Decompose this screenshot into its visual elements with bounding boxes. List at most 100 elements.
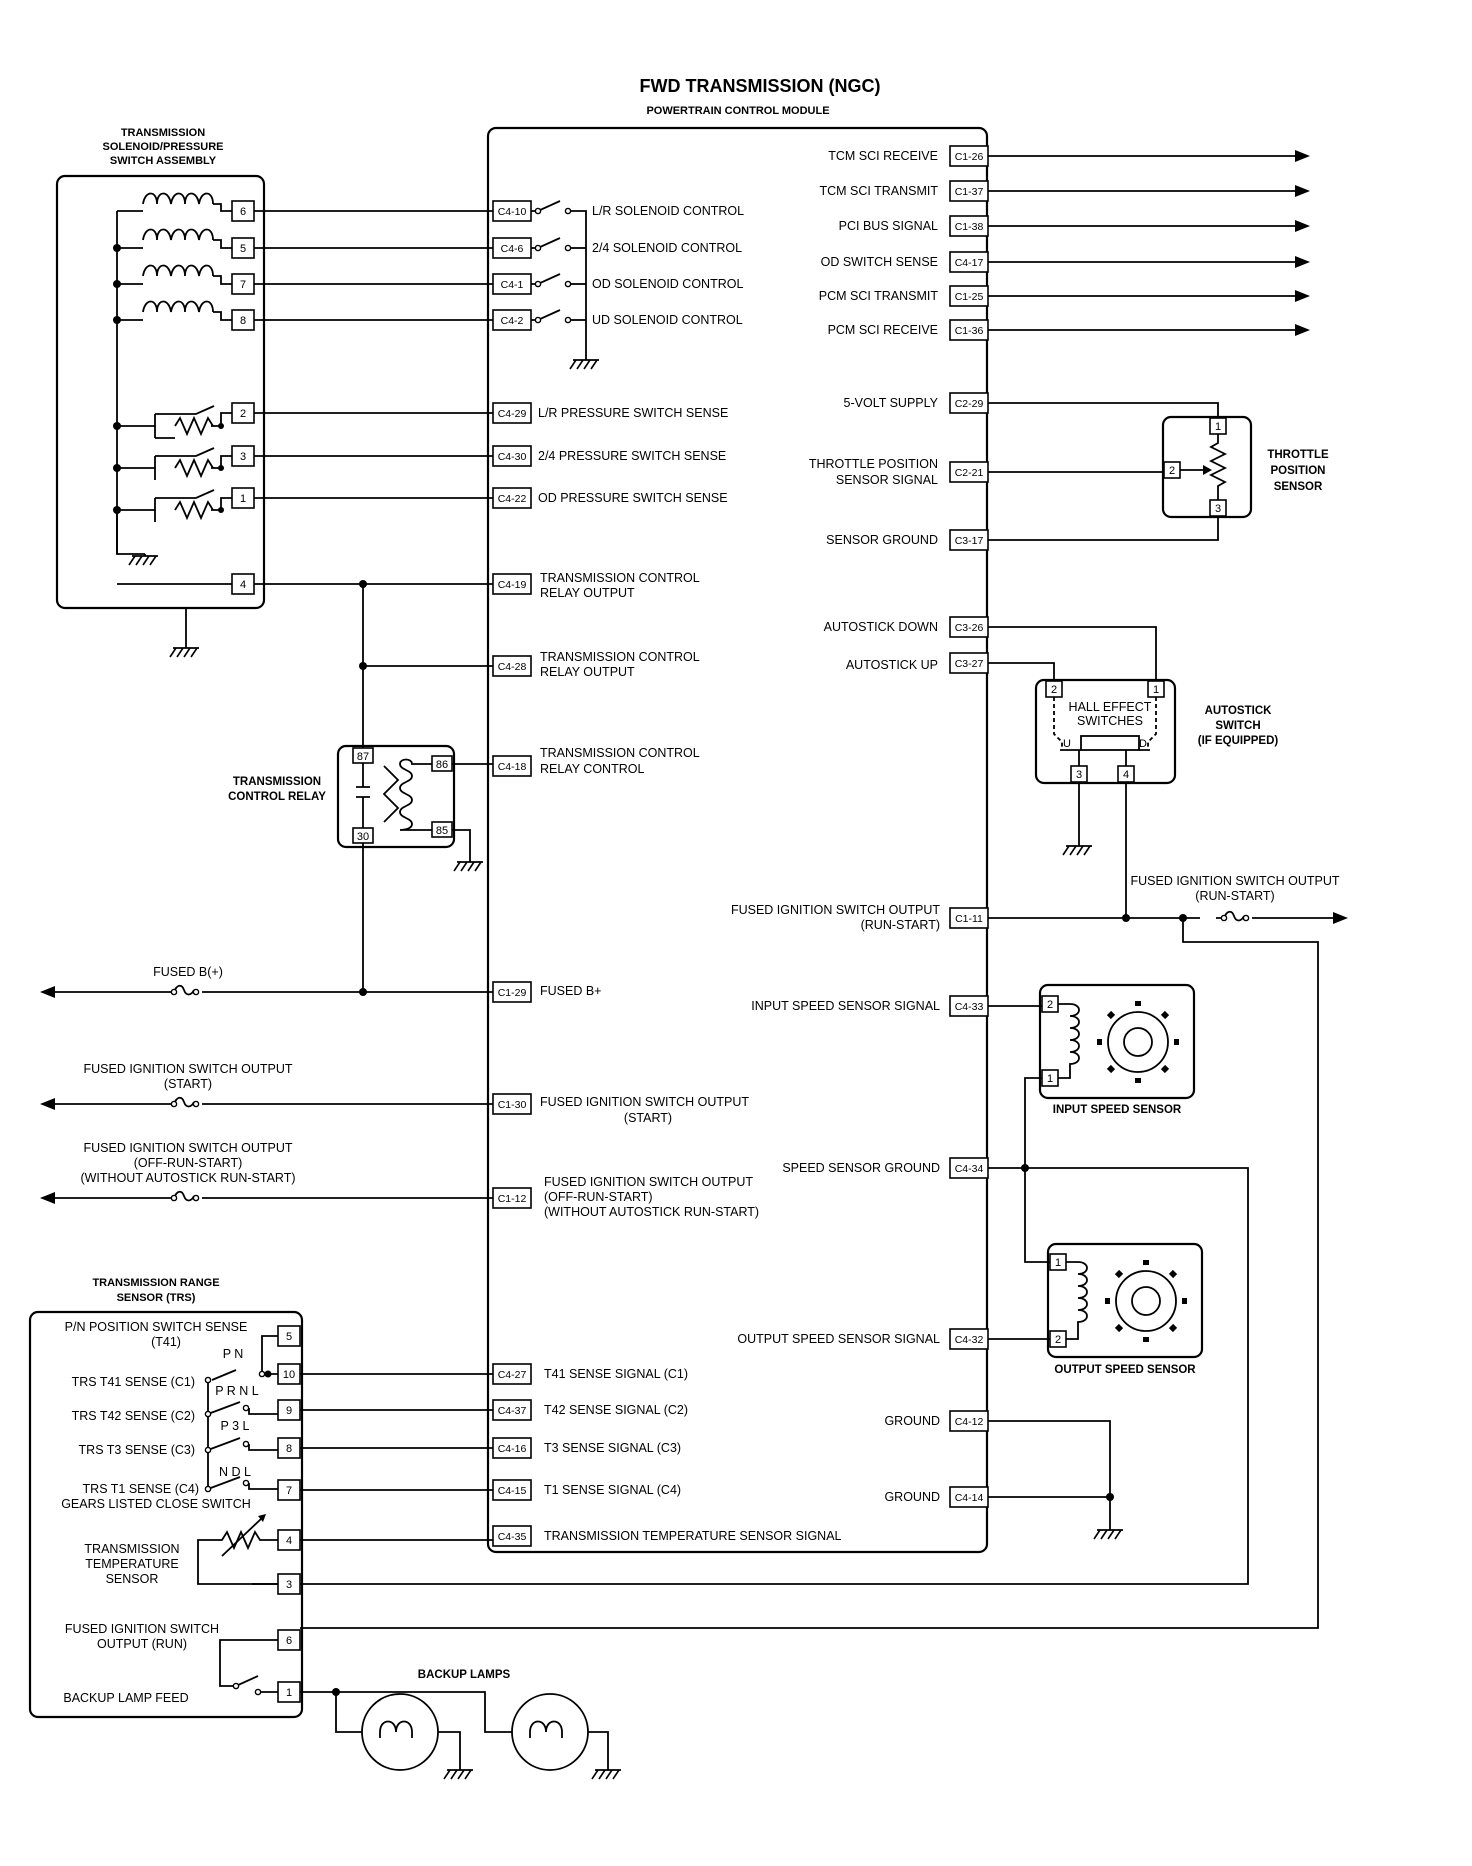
ors-ext-label-a: FUSED IGNITION SWITCH OUTPUT bbox=[83, 1141, 292, 1155]
backup-lamp-2-icon bbox=[511, 1693, 589, 1771]
svg-text:U: U bbox=[1063, 738, 1071, 750]
fused-b-label: FUSED B(+) bbox=[153, 965, 223, 979]
pcm-label-start-a: FUSED IGNITION SWITCH OUTPUT bbox=[540, 1095, 749, 1109]
trs-t1-label: TRS T1 SENSE (C4) bbox=[83, 1482, 199, 1496]
trs-gear-p3l: P 3 L bbox=[221, 1419, 250, 1433]
tps-label-2: POSITION bbox=[1271, 465, 1326, 477]
pcm-label-temp-signal: TRANSMISSION TEMPERATURE SENSOR SIGNAL bbox=[544, 1529, 842, 1543]
output-speed-sensor-box bbox=[1046, 1242, 1204, 1359]
pcm-pin-c1-38: C1-38 bbox=[955, 221, 984, 233]
pcm-pin-c3-17: C3-17 bbox=[955, 535, 984, 547]
pcm-label-sensor-ground: SENSOR GROUND bbox=[826, 533, 938, 547]
tps-wires bbox=[988, 402, 1219, 541]
tps-label-3: SENSOR bbox=[1274, 481, 1323, 493]
pcm-pin-c4-32: C4-32 bbox=[955, 1334, 984, 1346]
svg-text:3: 3 bbox=[286, 1579, 292, 1591]
ud-solenoid-coil bbox=[117, 300, 232, 321]
pcm-label-od-switch: OD SWITCH SENSE bbox=[821, 255, 938, 269]
solenoid-internal-ground-icon bbox=[128, 555, 159, 566]
trs-pn-label-2: (T41) bbox=[151, 1335, 181, 1349]
fused-b-fuse-icon bbox=[165, 984, 211, 996]
pcm-label-relay-control-a: TRANSMISSION CONTROL bbox=[540, 746, 700, 760]
start-feed: FUSED IGNITION SWITCH OUTPUT (START) bbox=[40, 1062, 493, 1110]
svg-text:4: 4 bbox=[1123, 769, 1129, 781]
svg-text:D: D bbox=[1139, 738, 1147, 750]
od-solenoid-coil bbox=[117, 264, 232, 285]
start-ext-label-b: (START) bbox=[164, 1077, 212, 1091]
svg-text:3: 3 bbox=[1076, 769, 1082, 781]
pcm-label-input-speed: INPUT SPEED SENSOR SIGNAL bbox=[751, 999, 940, 1013]
relay-box bbox=[336, 744, 456, 849]
ors-ext-label-c: (WITHOUT AUTOSTICK RUN-START) bbox=[80, 1171, 295, 1185]
trs-backup-feed-label: BACKUP LAMP FEED bbox=[63, 1691, 188, 1705]
svg-text:85: 85 bbox=[436, 825, 448, 837]
pcm-pin-c4-33: C4-33 bbox=[955, 1001, 984, 1013]
trs-gear-ndl: N D L bbox=[219, 1465, 251, 1479]
ors-feed: FUSED IGNITION SWITCH OUTPUT (OFF-RUN-ST… bbox=[40, 1141, 493, 1204]
pcm-label-ors-c: (WITHOUT AUTOSTICK RUN-START) bbox=[544, 1205, 759, 1219]
pcm-label-pcm-sci-receive: PCM SCI RECEIVE bbox=[828, 323, 938, 337]
input-speed-sensor-label: INPUT SPEED SENSOR bbox=[1053, 1104, 1182, 1116]
svg-text:87: 87 bbox=[357, 751, 369, 763]
tps-box bbox=[1161, 415, 1253, 519]
pcm-label-start-b: (START) bbox=[624, 1111, 672, 1125]
pcm-pin-c4-16: C4-16 bbox=[498, 1443, 527, 1455]
svg-text:5: 5 bbox=[286, 1331, 292, 1343]
pcm-label-t41: T41 SENSE SIGNAL (C1) bbox=[544, 1367, 688, 1381]
pcm-pin-c1-26: C1-26 bbox=[955, 151, 984, 163]
autostick-wires bbox=[988, 626, 1157, 918]
svg-text:9: 9 bbox=[286, 1405, 292, 1417]
solenoid-assembly-title-3: SWITCH ASSEMBLY bbox=[110, 155, 217, 167]
pcm-pin-c4-22: C4-22 bbox=[498, 493, 527, 505]
diagram-title: FWD TRANSMISSION (NGC) bbox=[640, 76, 881, 96]
trs-fused-run-label-2: OUTPUT (RUN) bbox=[97, 1637, 187, 1651]
trs-to-pcm-wires bbox=[300, 1373, 493, 1541]
pcm-module-box bbox=[486, 126, 989, 1554]
pcm-pin-c4-28: C4-28 bbox=[498, 661, 527, 673]
backup-lamps-label: BACKUP LAMPS bbox=[418, 1669, 511, 1681]
pcm-pin-c4-37: C4-37 bbox=[498, 1405, 527, 1417]
ors-fuse-icon bbox=[165, 1190, 211, 1202]
pcm-label-ground-2: GROUND bbox=[884, 1490, 940, 1504]
run-start-circuit: FUSED IGNITION SWITCH OUTPUT (RUN-START) bbox=[300, 874, 1348, 1629]
pcm-left-pins: C4-10 L/R SOLENOID CONTROL C4-6 2/4 SOLE… bbox=[492, 200, 842, 1547]
solenoid-assembly: TRANSMISSION SOLENOID/PRESSURE SWITCH AS… bbox=[55, 127, 266, 658]
pcm-pin-c3-26: C3-26 bbox=[955, 622, 984, 634]
svg-text:30: 30 bbox=[357, 831, 369, 843]
pcm-pin-c4-35: C4-35 bbox=[498, 1531, 527, 1543]
pcm-label-relay-output-2a: TRANSMISSION CONTROL bbox=[540, 650, 700, 664]
pcm-pin-c4-12: C4-12 bbox=[955, 1416, 984, 1428]
trs-t3-label: TRS T3 SENSE (C3) bbox=[79, 1443, 195, 1457]
trs-temp-label-3: SENSOR bbox=[106, 1572, 159, 1586]
svg-text:1: 1 bbox=[1153, 684, 1159, 696]
pcm-ground-icon bbox=[1093, 1529, 1124, 1540]
svg-text:2: 2 bbox=[1169, 465, 1175, 477]
pcm-pin-c4-30: C4-30 bbox=[498, 451, 527, 463]
svg-text:7: 7 bbox=[240, 279, 246, 291]
pcm-label-24-solenoid: 2/4 SOLENOID CONTROL bbox=[592, 241, 742, 255]
solenoid-assembly-title-1: TRANSMISSION bbox=[121, 127, 205, 139]
pcm-label-lr-solenoid: L/R SOLENOID CONTROL bbox=[592, 204, 744, 218]
svg-text:3: 3 bbox=[240, 451, 246, 463]
pcm-label-fused-b: FUSED B+ bbox=[540, 984, 601, 998]
svg-text:5: 5 bbox=[240, 243, 246, 255]
pcm-pin-c1-25: C1-25 bbox=[955, 291, 984, 303]
autostick-label-2: SWITCH bbox=[1215, 720, 1260, 732]
trs-pn-label-1: P/N POSITION SWITCH SENSE bbox=[65, 1320, 248, 1334]
relay-ground-icon bbox=[453, 861, 484, 872]
svg-text:8: 8 bbox=[240, 315, 246, 327]
output-reluctor-wheel-icon bbox=[1115, 1270, 1177, 1332]
svg-text:2: 2 bbox=[240, 408, 246, 420]
solenoid-case-ground-icon bbox=[169, 647, 200, 658]
input-speed-sensor-box bbox=[1038, 983, 1196, 1100]
pcm-label-pci-bus: PCI BUS SIGNAL bbox=[839, 219, 938, 233]
pcm-label-autostick-down: AUTOSTICK DOWN bbox=[824, 620, 938, 634]
pcm-pin-c4-1: C4-1 bbox=[501, 279, 524, 291]
pcm-label-relay-output-1b: RELAY OUTPUT bbox=[540, 586, 635, 600]
svg-text:10: 10 bbox=[283, 1369, 295, 1381]
throttle-position-sensor: 1 2 3 THROTTLE POSITION SENSOR bbox=[1161, 415, 1329, 519]
pcm-driver-ground-icon bbox=[569, 359, 600, 370]
svg-text:8: 8 bbox=[286, 1443, 292, 1455]
pcm-pin-c1-11: C1-11 bbox=[955, 913, 983, 925]
